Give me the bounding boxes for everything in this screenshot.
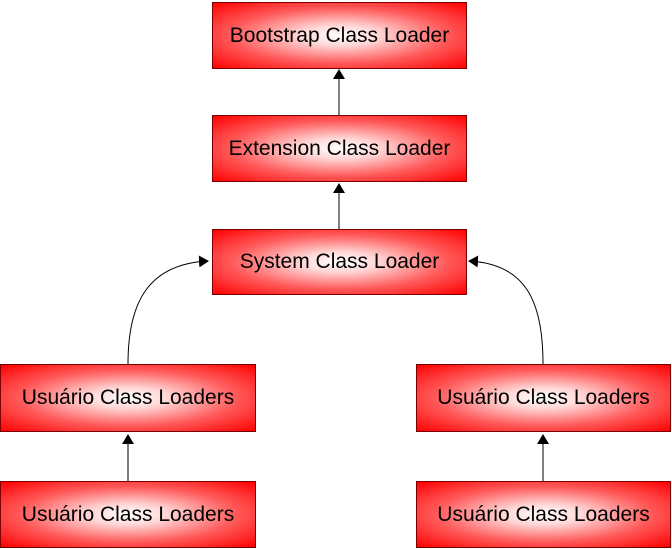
user-class-loaders-right-lower-label: Usuário Class Loaders [437, 502, 650, 526]
bootstrap-class-loader-label: Bootstrap Class Loader [229, 23, 450, 47]
edge-user-left-to-system [127, 255, 209, 365]
user-class-loaders-right-upper-box: Usuário Class Loaders [416, 364, 671, 432]
user-class-loaders-right-upper-label: Usuário Class Loaders [437, 386, 650, 409]
user-class-loaders-left-upper-label: Usuário Class Loaders [21, 386, 235, 409]
bootstrap-class-loader-box: Bootstrap Class Loader [212, 2, 467, 69]
user-class-loaders-left-upper-box: Usuário Class Loaders [0, 364, 256, 432]
extension-class-loader-label: Extension Class Loader [228, 136, 451, 160]
user-class-loaders-right-lower-box: Usuário Class Loaders [416, 481, 671, 548]
edge-user-right-to-system [468, 255, 544, 365]
user-class-loaders-left-lower-label: Usuário Class Loaders [21, 502, 235, 526]
system-class-loader-box: System Class Loader [212, 229, 467, 295]
user-class-loaders-left-lower-box: Usuário Class Loaders [0, 481, 256, 548]
extension-class-loader-box: Extension Class Loader [212, 115, 467, 182]
system-class-loader-label: System Class Loader [239, 250, 440, 273]
